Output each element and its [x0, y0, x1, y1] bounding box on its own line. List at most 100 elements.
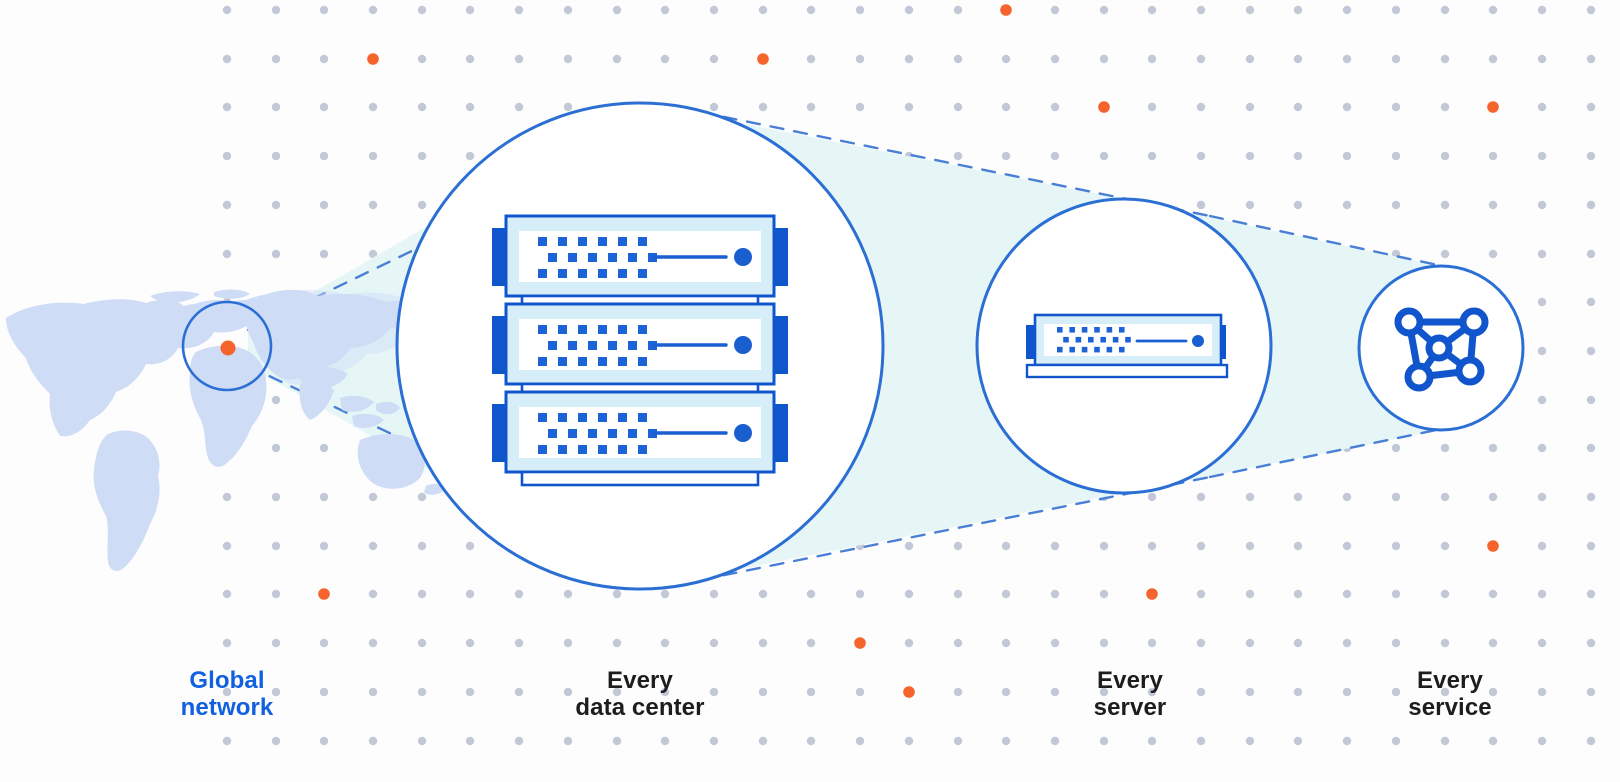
grid-dot: [1342, 638, 1352, 648]
grid-dot: [709, 638, 719, 648]
grid-dot: [1050, 102, 1060, 112]
grid-dot: [563, 736, 573, 746]
grid-dot: [1293, 736, 1303, 746]
grid-dot: [1586, 5, 1596, 15]
grid-dot: [563, 102, 573, 112]
grid-dot: [1293, 638, 1303, 648]
grid-dot: [222, 736, 232, 746]
grid-dot: [1245, 5, 1255, 15]
cone-server-to-service-top: [1208, 214, 1472, 274]
grid-dot: [758, 5, 768, 15]
grid-dot: [1586, 541, 1596, 551]
grid-dot: [953, 54, 963, 64]
grid-dot: [1537, 346, 1547, 356]
server-unit: [492, 214, 788, 311]
grid-dot: [1391, 54, 1401, 64]
grid-dot: [1391, 443, 1401, 453]
grid-dot: [1196, 638, 1206, 648]
grid-dot: [1391, 102, 1401, 112]
grid-dot: [222, 541, 232, 551]
grid-dot: [1537, 638, 1547, 648]
grid-dot: [660, 54, 670, 64]
grid-dot: [1537, 736, 1547, 746]
grid-dot: [1586, 151, 1596, 161]
grid-dot: [368, 249, 378, 259]
grid-dot: [904, 5, 914, 15]
grid-dot: [953, 638, 963, 648]
grid-dot: [1099, 736, 1109, 746]
grid-dot: [271, 492, 281, 502]
grid-dot: [904, 638, 914, 648]
grid-dot: [563, 589, 573, 599]
grid-dot: [758, 736, 768, 746]
grid-dot: [953, 541, 963, 551]
grid-dot: [1293, 54, 1303, 64]
grid-dot: [222, 249, 232, 259]
grid-dot: [319, 736, 329, 746]
grid-dot: [1001, 638, 1011, 648]
grid-dot: [1391, 200, 1401, 210]
grid-dot: [758, 589, 768, 599]
grid-dot: [1293, 589, 1303, 599]
grid-dot: [271, 443, 281, 453]
grid-dot: [1391, 589, 1401, 599]
grid-dot: [319, 54, 329, 64]
grid-dot: [709, 54, 719, 64]
grid-dot: [1537, 443, 1547, 453]
grid-dot: [1050, 151, 1060, 161]
grid-dot: [1391, 541, 1401, 551]
grid-dot: [271, 5, 281, 15]
grid-dot: [1196, 541, 1206, 551]
grid-dot: [1488, 443, 1498, 453]
grid-dot: [1147, 54, 1157, 64]
grid-dot: [1586, 297, 1596, 307]
grid-dot: [1196, 687, 1206, 697]
grid-dot: [222, 102, 232, 112]
grid-dot: [1196, 736, 1206, 746]
server-base: [1025, 363, 1229, 379]
grid-dot: [465, 687, 475, 697]
grid-dot: [1293, 5, 1303, 15]
grid-dot: [1488, 200, 1498, 210]
grid-dot: [1147, 687, 1157, 697]
grid-dot: [1440, 5, 1450, 15]
grid-dot: [904, 54, 914, 64]
grid-dot: [319, 687, 329, 697]
grid-dot: [1245, 151, 1255, 161]
grid-dot: [709, 102, 719, 112]
grid-dot: [1342, 687, 1352, 697]
grid-dot: [1147, 151, 1157, 161]
grid-dot: [1293, 151, 1303, 161]
grid-dot: [222, 589, 232, 599]
grid-accent-dot: [1000, 4, 1012, 16]
grid-dot: [953, 5, 963, 15]
grid-dot: [1537, 297, 1547, 307]
map-highlight-circle: [181, 300, 273, 392]
grid-dot: [514, 54, 524, 64]
grid-dot: [904, 736, 914, 746]
grid-dot: [417, 151, 427, 161]
grid-dot: [465, 589, 475, 599]
grid-dot: [465, 151, 475, 161]
grid-dot: [319, 443, 329, 453]
grid-dot: [855, 54, 865, 64]
grid-dot: [1147, 102, 1157, 112]
grid-dot: [1342, 736, 1352, 746]
grid-dot: [563, 5, 573, 15]
grid-dot: [319, 249, 329, 259]
grid-dot: [319, 5, 329, 15]
grid-dot: [271, 54, 281, 64]
grid-dot: [1586, 395, 1596, 405]
grid-dot: [806, 638, 816, 648]
grid-dot: [758, 102, 768, 112]
grid-accent-dot: [318, 588, 330, 600]
grid-dot: [1440, 102, 1450, 112]
grid-dot: [1342, 541, 1352, 551]
grid-dot: [1342, 102, 1352, 112]
grid-dot: [660, 736, 670, 746]
server-status-dot: [734, 336, 752, 354]
grid-dot: [1293, 492, 1303, 502]
grid-dot: [1293, 200, 1303, 210]
grid-dot: [271, 687, 281, 697]
grid-dot: [1196, 151, 1206, 161]
